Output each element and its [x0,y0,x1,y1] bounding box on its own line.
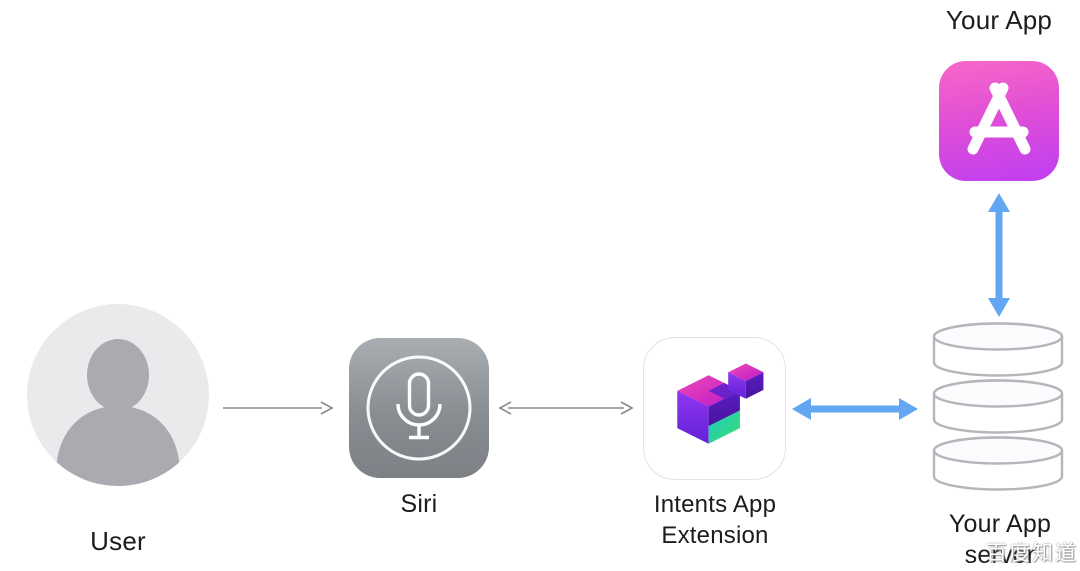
server-label-line2: server [964,541,1036,569]
siri-icon-tile [349,338,489,478]
your-app-a-icon [967,82,1031,155]
siri-mic-icon [366,355,472,461]
intents-label-line2: Extension [661,522,769,549]
user-label: User [90,526,146,556]
arrow-intents-to-server [792,398,918,420]
siri-label: Siri [400,490,438,518]
intents-icon-tile [643,337,786,480]
user-avatar [26,303,210,487]
your-app-label: Your App [945,5,1053,35]
arrow-server-to-app [988,193,1010,317]
intents-label: Intents App Extension [612,489,818,551]
database-icon [932,322,1064,491]
watermark: 百度知道 [986,542,1078,565]
server-database [931,319,1065,496]
user-avatar-icon [27,304,209,486]
your-app-icon-tile [939,61,1059,181]
server-label: Your App server [920,509,1080,571]
arrow-user-to-siri [223,401,334,415]
arrow-siri-to-intents [498,401,634,415]
intents-cube-icon [677,363,764,444]
intents-label-line1: Intents App [653,491,777,518]
server-label-line1: Your App [948,510,1052,538]
